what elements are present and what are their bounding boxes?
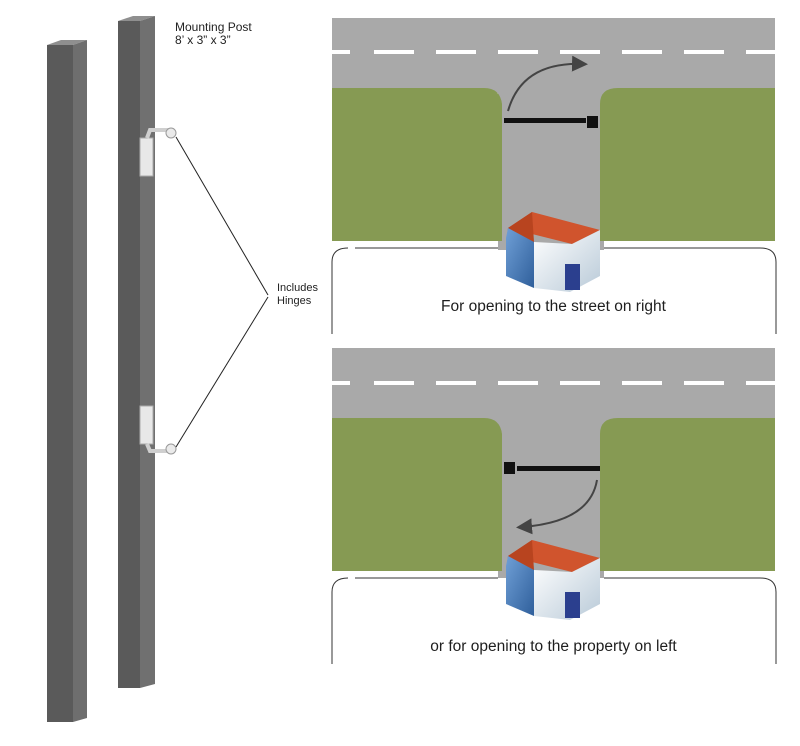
gate-post (587, 116, 598, 128)
caption-frame (331, 247, 777, 334)
gate (517, 466, 600, 471)
hinge-pointer-lines (175, 136, 269, 448)
gate (504, 118, 586, 123)
mounting-post (118, 16, 155, 688)
hinges-label-line2: Hinges (277, 295, 312, 307)
caption-property-left: or for opening to the property on left (430, 638, 677, 655)
hinges-label-line1: Includes (277, 282, 318, 294)
bottom-hinge (139, 405, 177, 455)
house-door (565, 264, 580, 290)
lawn-right (600, 88, 775, 241)
hinges-label: Includes Hinges (277, 282, 318, 308)
house-door (565, 592, 580, 618)
panel-street-right (331, 18, 777, 334)
lawn-right (600, 418, 775, 571)
mounting-post-label: Mounting Post 8’ x 3” x 3” (175, 21, 252, 47)
left-post (47, 40, 87, 722)
panel-property-left (331, 348, 777, 664)
post-size: 8’ x 3” x 3” (175, 33, 231, 47)
post-title: Mounting Post (175, 20, 252, 34)
swing-arrow (507, 55, 588, 112)
caption-street-right: For opening to the street on right (441, 298, 666, 315)
lawn-left (332, 88, 502, 241)
top-hinge (139, 127, 177, 177)
caption-frame (331, 577, 777, 664)
gate-post (504, 462, 515, 474)
lane-markings (332, 381, 775, 385)
lawn-left (332, 418, 502, 571)
house-icon (506, 212, 600, 292)
swing-arrow (516, 479, 598, 535)
lane-markings (332, 50, 775, 54)
house-icon (506, 540, 600, 620)
